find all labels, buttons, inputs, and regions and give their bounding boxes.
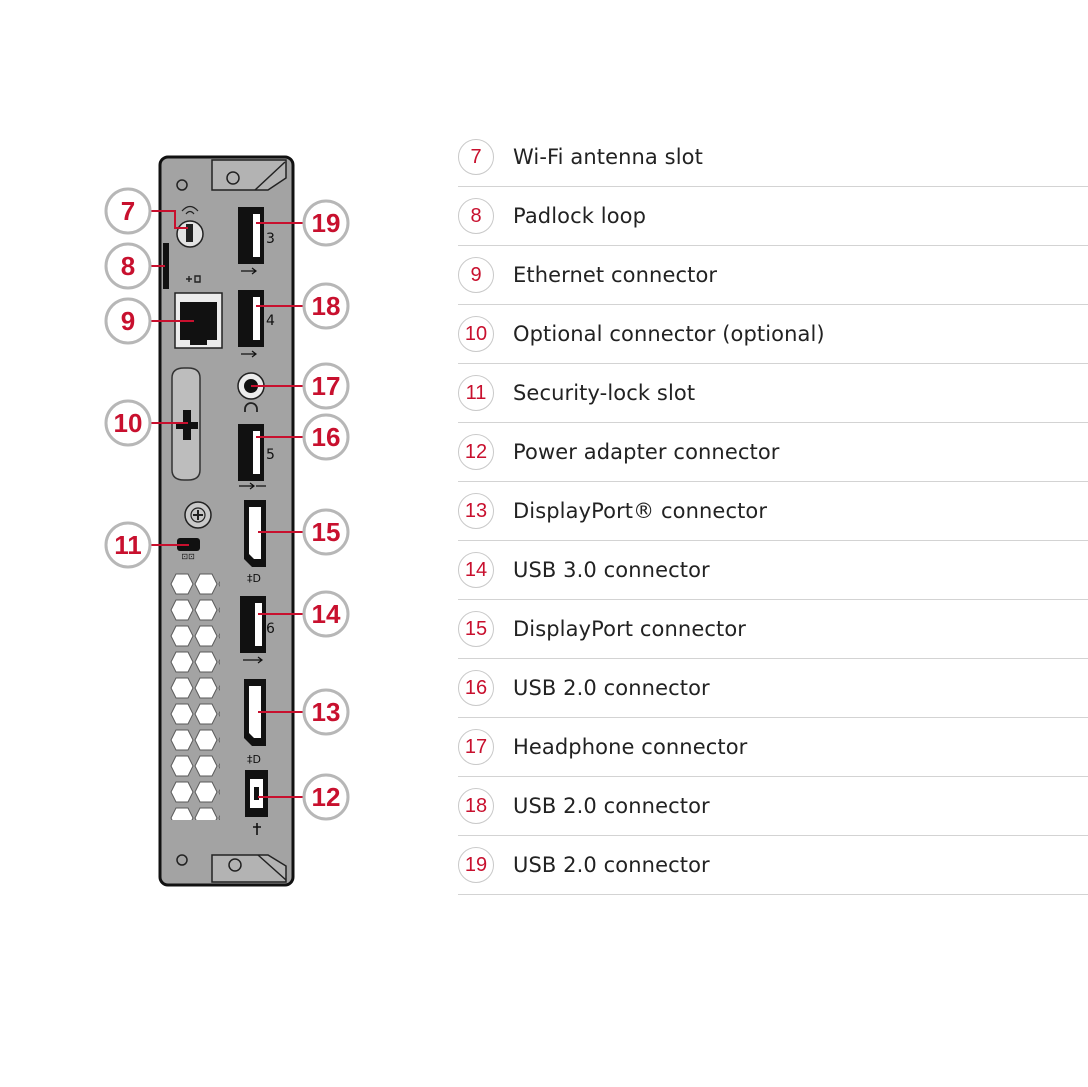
legend-row-8: 8 Padlock loop — [458, 187, 1088, 246]
legend-number: 17 — [458, 729, 494, 765]
svg-text:8: 8 — [121, 251, 135, 281]
svg-text:9: 9 — [121, 306, 135, 336]
legend-row-10: 10 Optional connector (optional) — [458, 305, 1088, 364]
legend-label: DisplayPort® connector — [513, 499, 768, 523]
svg-text:17: 17 — [312, 371, 341, 401]
callout-12: 12 — [302, 773, 350, 821]
svg-text:‡D: ‡D — [247, 753, 261, 766]
callout-11: 11 — [104, 521, 152, 569]
svg-text:15: 15 — [312, 517, 341, 547]
legend-row-19: 19 USB 2.0 connector — [458, 836, 1088, 895]
padlock-loop — [163, 243, 169, 289]
legend-number: 12 — [458, 434, 494, 470]
legend-row-12: 12 Power adapter connector — [458, 423, 1088, 482]
svg-text:7: 7 — [121, 196, 135, 226]
usb-port-3: 3 — [238, 207, 275, 275]
callout-9: 9 — [104, 297, 152, 345]
svg-text:⊡⊡: ⊡⊡ — [181, 552, 194, 561]
legend-number: 10 — [458, 316, 494, 352]
callout-leader-lines — [151, 210, 304, 798]
legend-label: USB 2.0 connector — [513, 794, 710, 818]
callout-10: 10 — [104, 399, 152, 447]
legend-number: 9 — [458, 257, 494, 293]
legend-number: 19 — [458, 847, 494, 883]
legend-number: 13 — [458, 493, 494, 529]
svg-text:12: 12 — [312, 782, 341, 812]
svg-text:14: 14 — [312, 599, 341, 629]
leader-7 — [151, 210, 188, 229]
svg-text:16: 16 — [312, 422, 341, 452]
power-adapter-port — [245, 770, 268, 835]
legend-label: Wi-Fi antenna slot — [513, 145, 703, 169]
legend-label: Optional connector (optional) — [513, 322, 825, 346]
connector-legend: 7 Wi-Fi antenna slot 8 Padlock loop 9 Et… — [458, 128, 1088, 895]
callout-8: 8 — [104, 242, 152, 290]
displayport-lower: ‡D — [244, 679, 266, 766]
callout-13: 13 — [302, 688, 350, 736]
legend-label: Padlock loop — [513, 204, 647, 228]
usb-port-4-label: 4 — [266, 313, 275, 329]
legend-row-9: 9 Ethernet connector — [458, 246, 1088, 305]
usb-port-3-label: 3 — [266, 231, 275, 247]
callout-16: 16 — [302, 413, 350, 461]
svg-text:10: 10 — [114, 408, 143, 438]
legend-label: Security-lock slot — [513, 381, 696, 405]
legend-label: DisplayPort connector — [513, 617, 747, 641]
callout-19: 19 — [302, 199, 350, 247]
legend-row-16: 16 USB 2.0 connector — [458, 659, 1088, 718]
legend-number: 18 — [458, 788, 494, 824]
svg-text:‡D: ‡D — [247, 572, 261, 585]
callout-14: 14 — [302, 590, 350, 638]
ventilation-grille — [170, 572, 220, 820]
legend-label: Headphone connector — [513, 735, 748, 759]
svg-text:13: 13 — [312, 697, 341, 727]
legend-row-15: 15 DisplayPort connector — [458, 600, 1088, 659]
legend-label: USB 3.0 connector — [513, 558, 710, 582]
usb-port-6-label: 6 — [266, 621, 275, 637]
legend-number: 14 — [458, 552, 494, 588]
svg-text:19: 19 — [312, 208, 341, 238]
legend-row-7: 7 Wi-Fi antenna slot — [458, 128, 1088, 187]
legend-row-13: 13 DisplayPort® connector — [458, 482, 1088, 541]
legend-number: 15 — [458, 611, 494, 647]
usb-port-5: 5 — [238, 424, 275, 490]
usb-port-5-label: 5 — [266, 447, 275, 463]
legend-row-18: 18 USB 2.0 connector — [458, 777, 1088, 836]
bottom-mounting-bracket — [176, 854, 287, 883]
callout-18: 18 — [302, 282, 350, 330]
legend-number: 7 — [458, 139, 494, 175]
legend-number: 16 — [458, 670, 494, 706]
callout-15: 15 — [302, 508, 350, 556]
legend-label: USB 2.0 connector — [513, 676, 710, 700]
usb-port-4: 4 — [238, 290, 275, 358]
callout-17: 17 — [302, 362, 350, 410]
legend-number: 8 — [458, 198, 494, 234]
top-mounting-bracket — [176, 159, 287, 191]
displayport-upper: ‡D — [244, 500, 266, 585]
legend-number: 11 — [458, 375, 494, 411]
callout-7: 7 — [104, 187, 152, 235]
svg-text:11: 11 — [114, 530, 142, 560]
usb-port-6: 6 — [240, 596, 275, 664]
legend-label: Ethernet connector — [513, 263, 718, 287]
legend-label: Power adapter connector — [513, 440, 780, 464]
rear-panel-diagram: ⊡⊡ 3 4 5 ‡D 6 — [104, 155, 350, 887]
svg-text:18: 18 — [312, 291, 341, 321]
legend-label: USB 2.0 connector — [513, 853, 710, 877]
legend-row-11: 11 Security-lock slot — [458, 364, 1088, 423]
legend-row-17: 17 Headphone connector — [458, 718, 1088, 777]
legend-row-14: 14 USB 3.0 connector — [458, 541, 1088, 600]
callout-bubbles: 7 8 9 10 11 12 13 14 — [104, 187, 350, 821]
